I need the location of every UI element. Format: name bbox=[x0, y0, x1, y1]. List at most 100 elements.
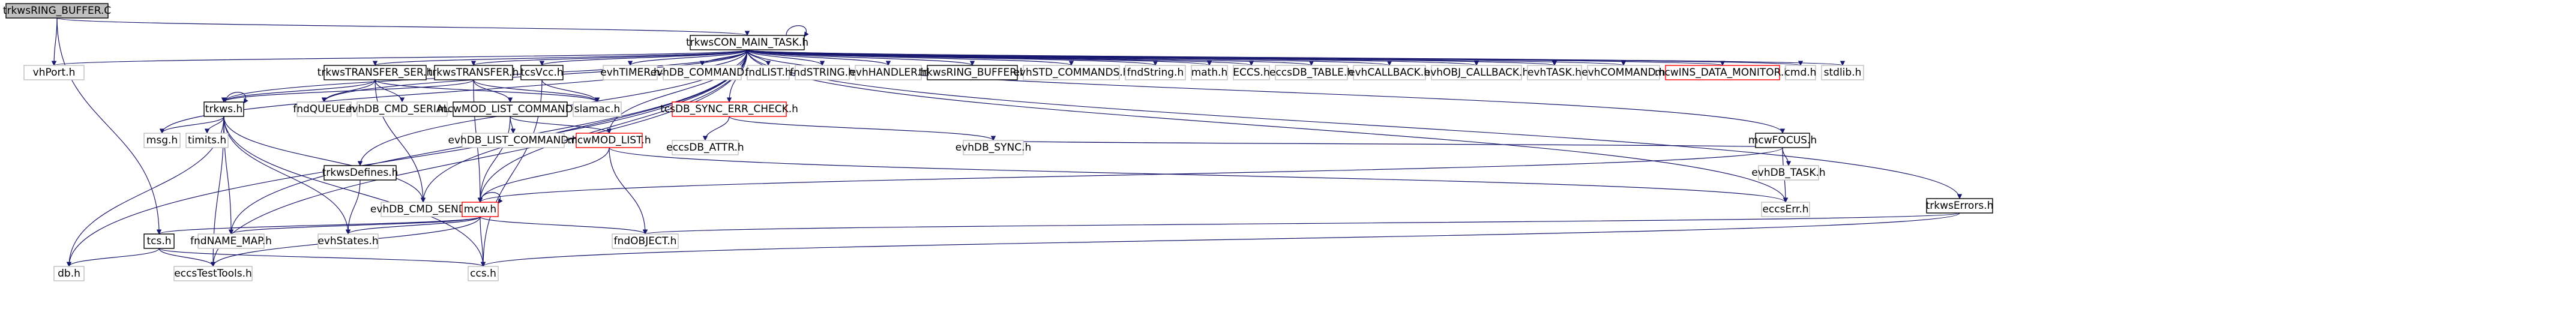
svg-text:slamac.h: slamac.h bbox=[574, 103, 621, 115]
node-trkws-defines[interactable]: trkwsDefines.h bbox=[322, 165, 399, 181]
svg-text:trkws.h: trkws.h bbox=[205, 103, 242, 115]
edge-trkwserrors-to-ccs bbox=[481, 212, 1960, 267]
svg-text:cmd.h: cmd.h bbox=[1785, 67, 1817, 79]
node-fndlist[interactable]: fndLIST.h bbox=[745, 65, 792, 80]
node-tcsdb-sync-err-check[interactable]: tcsDB_SYNC_ERR_CHECK.h bbox=[660, 101, 798, 117]
node-evhhandler[interactable]: evhHANDLER.h bbox=[849, 65, 927, 80]
node-transfer[interactable]: trkwsTRANSFER.h bbox=[429, 65, 519, 80]
node-mcwmod-list[interactable]: mcwMOD_LIST.h bbox=[567, 133, 651, 148]
node-con-main-task[interactable]: trkwsCON_MAIN_TASK.h bbox=[686, 35, 808, 50]
edge-tcs-to-db bbox=[66, 248, 160, 267]
node-evhobj-callback[interactable]: evhOBJ_CALLBACK.h bbox=[1424, 65, 1529, 80]
svg-text:eccsDB_TABLE.h: eccsDB_TABLE.h bbox=[1269, 67, 1353, 79]
edge-mcw-to-tcs bbox=[157, 216, 481, 235]
edge-trkws-to-evhdbcmdsend bbox=[223, 116, 426, 203]
node-eccs[interactable]: ECCS.h bbox=[1233, 65, 1270, 80]
svg-text:mcwMOD_LIST_COMMAND.h: mcwMOD_LIST_COMMAND.h bbox=[438, 103, 583, 115]
edge-task-to-evhtimer bbox=[627, 49, 748, 66]
node-evhcommand[interactable]: evhCOMMAND.h bbox=[1581, 65, 1666, 80]
node-ring-buffer-h[interactable]: trkwsRING_BUFFER.h bbox=[918, 65, 1026, 80]
edge-mcwfocus-to-evhdbsync bbox=[992, 140, 1783, 148]
node-evhstd-commands[interactable]: evhSTD_COMMANDS.h bbox=[1013, 65, 1130, 80]
node-eccsdb-attr[interactable]: eccsDB_ATTR.h bbox=[666, 140, 744, 155]
svg-text:evhStates.h: evhStates.h bbox=[317, 235, 378, 247]
node-evhcallback[interactable]: evhCALLBACK.h bbox=[1349, 65, 1430, 80]
svg-text:evhDB_LIST_COMMAND.h: evhDB_LIST_COMMAND.h bbox=[448, 134, 579, 146]
node-evhtask[interactable]: evhTASK.h bbox=[1527, 65, 1582, 80]
node-eccserr[interactable]: eccsErr.h bbox=[1761, 202, 1810, 217]
edge-self-loop-task bbox=[786, 25, 809, 37]
node-mcwmod-list-command[interactable]: mcwMOD_LIST_COMMAND.h bbox=[438, 101, 583, 117]
edge-transfer_ser-to-evhdbcmdsend bbox=[375, 79, 426, 203]
svg-text:timits.h: timits.h bbox=[188, 134, 226, 146]
edge-tcs-to-eccstesttools bbox=[158, 248, 216, 267]
node-slamac[interactable]: slamac.h bbox=[573, 101, 622, 117]
edge-root-to-tcs bbox=[56, 17, 162, 235]
svg-text:ECCS.h: ECCS.h bbox=[1233, 67, 1269, 79]
node-evhdb-command[interactable]: evhDB_COMMAND.h bbox=[651, 65, 754, 80]
svg-text:mcw.h: mcw.h bbox=[464, 203, 496, 215]
node-msg[interactable]: msg.h bbox=[143, 133, 181, 148]
node-math[interactable]: math.h bbox=[1191, 65, 1228, 80]
edge-task-to-mcwfocus bbox=[747, 49, 1786, 134]
svg-text:evhDB_CMD_SERIAL.h: evhDB_CMD_SERIAL.h bbox=[346, 103, 459, 115]
node-cmd[interactable]: cmd.h bbox=[1785, 65, 1817, 80]
node-eccsdb-table[interactable]: eccsDB_TABLE.h bbox=[1269, 65, 1353, 80]
node-root-file[interactable]: trkwsRING_BUFFER.C bbox=[3, 3, 111, 19]
node-mcw[interactable]: mcw.h bbox=[462, 202, 499, 217]
edge-task-to-transfer bbox=[471, 49, 748, 66]
svg-text:stdlib.h: stdlib.h bbox=[1824, 67, 1862, 79]
node-evhdb-cmd-serial[interactable]: evhDB_CMD_SERIAL.h bbox=[346, 101, 459, 117]
node-trkws-errors[interactable]: trkwsErrors.h bbox=[1926, 198, 1994, 214]
node-timits[interactable]: timits.h bbox=[185, 133, 229, 148]
node-transfer-ser[interactable]: trkwsTRANSFER_SER.h bbox=[317, 65, 433, 80]
svg-text:mcwINS_DATA_MONITOR.h: mcwINS_DATA_MONITOR.h bbox=[1655, 67, 1790, 79]
svg-text:evhSTD_COMMANDS.h: evhSTD_COMMANDS.h bbox=[1013, 67, 1129, 79]
svg-text:fndString.h: fndString.h bbox=[1127, 67, 1184, 79]
edge-tcsdbsync-to-evhdbsync bbox=[729, 116, 996, 141]
node-evhdb-task[interactable]: evhDB_TASK.h bbox=[1751, 165, 1826, 181]
node-db[interactable]: db.h bbox=[53, 266, 85, 281]
edge-task-to-evhhandler bbox=[747, 49, 891, 66]
svg-text:trkwsRING_BUFFER.C: trkwsRING_BUFFER.C bbox=[3, 5, 111, 17]
svg-text:eccsTestTools.h: eccsTestTools.h bbox=[174, 268, 252, 280]
edge-mcwfocus-to-mcw bbox=[478, 147, 1783, 203]
svg-text:eccsDB_ATTR.h: eccsDB_ATTR.h bbox=[666, 142, 744, 154]
edge-task-to-fndstring_u bbox=[747, 49, 825, 66]
node-evhtimer[interactable]: evhTIMER.h bbox=[600, 65, 660, 80]
node-fndname-map[interactable]: fndNAME_MAP.h bbox=[190, 233, 272, 249]
node-fndstring-lower[interactable]: fndString.h bbox=[1125, 65, 1186, 80]
svg-text:fndSTRING.h: fndSTRING.h bbox=[790, 67, 855, 79]
node-fndobject[interactable]: fndOBJECT.h bbox=[612, 233, 679, 249]
svg-text:evhDB_COMMAND.h: evhDB_COMMAND.h bbox=[651, 67, 754, 79]
edge-mcw-to-ccs bbox=[480, 216, 486, 267]
edge-root-to-task bbox=[56, 17, 750, 36]
node-tcsvcc[interactable]: tcsVcc.h bbox=[520, 65, 564, 80]
edge-self-loop-mcw bbox=[480, 192, 503, 204]
svg-text:trkwsTRANSFER.h: trkwsTRANSFER.h bbox=[429, 67, 519, 79]
graph-nodes: trkwsRING_BUFFER.C trkwsCON_MAIN_TASK.h … bbox=[3, 3, 1994, 281]
node-tcs[interactable]: tcs.h bbox=[143, 233, 175, 249]
node-trkws[interactable]: trkws.h bbox=[203, 101, 244, 117]
node-mcwfocus[interactable]: mcwFOCUS.h bbox=[1748, 133, 1817, 148]
node-fndstring-upper[interactable]: fndSTRING.h bbox=[790, 65, 855, 80]
node-evhdb-sync[interactable]: evhDB_SYNC.h bbox=[955, 140, 1032, 155]
edge-transfer_ser-to-slamac bbox=[375, 79, 600, 103]
node-ccs[interactable]: ccs.h bbox=[468, 266, 499, 281]
svg-text:trkwsDefines.h: trkwsDefines.h bbox=[322, 167, 399, 179]
edge-tcsvcc-to-slamac bbox=[541, 79, 600, 103]
node-vhport[interactable]: vhPort.h bbox=[23, 65, 85, 80]
edge-transfer-to-trkws bbox=[221, 79, 474, 103]
node-stdlib[interactable]: stdlib.h bbox=[1821, 65, 1864, 80]
node-fndqueue[interactable]: fndQUEUE.h bbox=[293, 101, 355, 117]
svg-text:evhTASK.h: evhTASK.h bbox=[1527, 67, 1581, 79]
node-evhstates[interactable]: evhStates.h bbox=[317, 233, 379, 249]
node-evhdb-cmd-send[interactable]: evhDB_CMD_SEND.h bbox=[370, 202, 476, 217]
node-mcwins-data-monitor[interactable]: mcwINS_DATA_MONITOR.h bbox=[1655, 65, 1790, 80]
edge-root-to-vxport bbox=[51, 17, 58, 66]
svg-text:evhOBJ_CALLBACK.h: evhOBJ_CALLBACK.h bbox=[1424, 67, 1529, 79]
node-eccs-test-tools[interactable]: eccsTestTools.h bbox=[173, 266, 253, 281]
node-evhdb-list-command[interactable]: evhDB_LIST_COMMAND.h bbox=[448, 133, 579, 148]
svg-text:mcwMOD_LIST.h: mcwMOD_LIST.h bbox=[567, 134, 651, 146]
